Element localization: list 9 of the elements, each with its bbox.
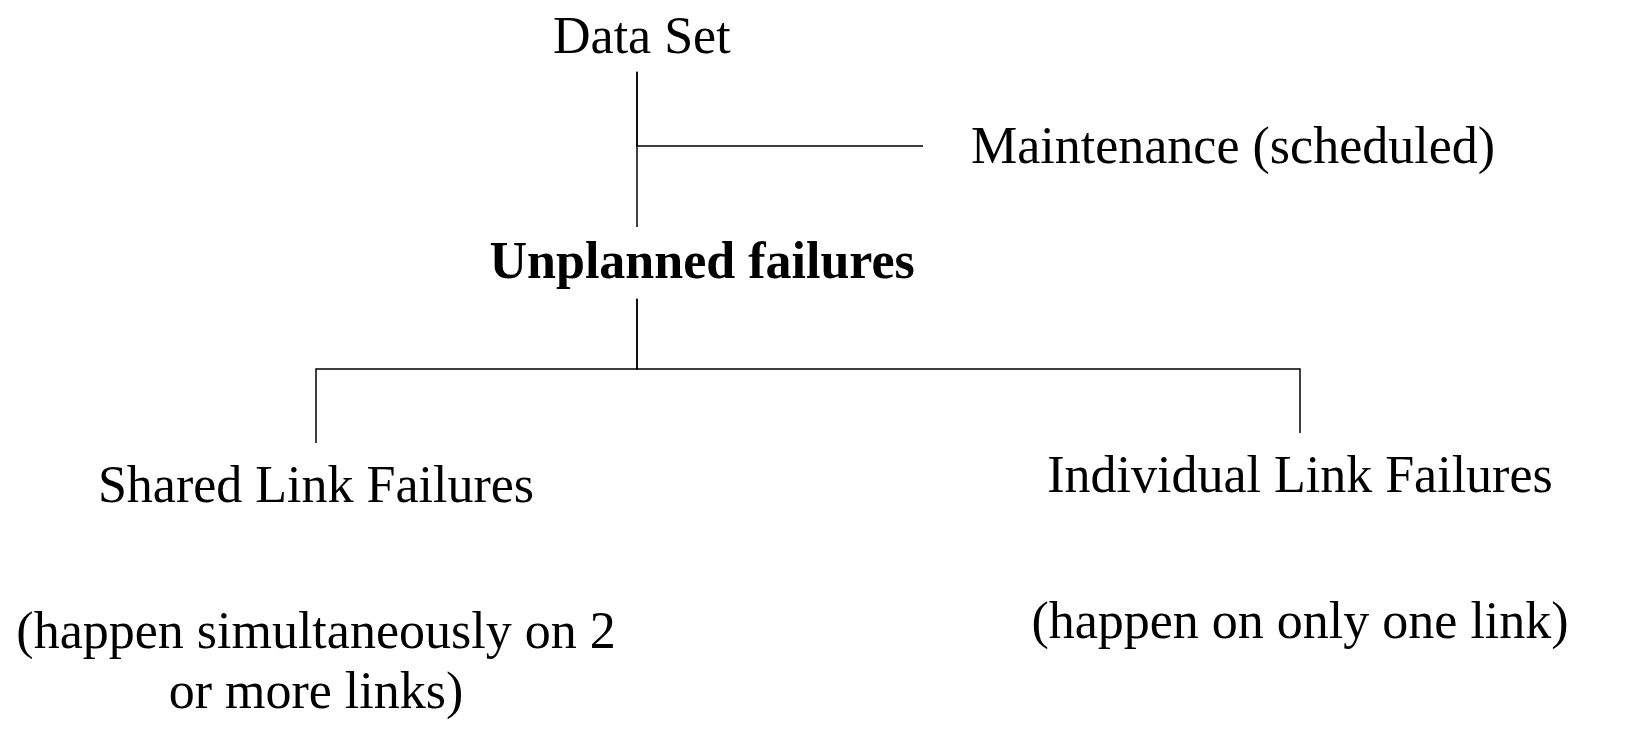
- node-description: (happen on only one link): [1031, 590, 1569, 651]
- node-label: Unplanned failures: [489, 231, 915, 291]
- connector-line: [636, 298, 1301, 434]
- node-label: Data Set: [553, 6, 731, 66]
- node-label: Maintenance (scheduled): [971, 116, 1496, 176]
- node-label: Shared Link Failures: [97, 455, 535, 515]
- node-description: (happen simultaneously on 2 or more links): [15, 600, 617, 721]
- connector-line: [636, 71, 638, 228]
- node-label: Individual Link Failures: [1047, 445, 1553, 505]
